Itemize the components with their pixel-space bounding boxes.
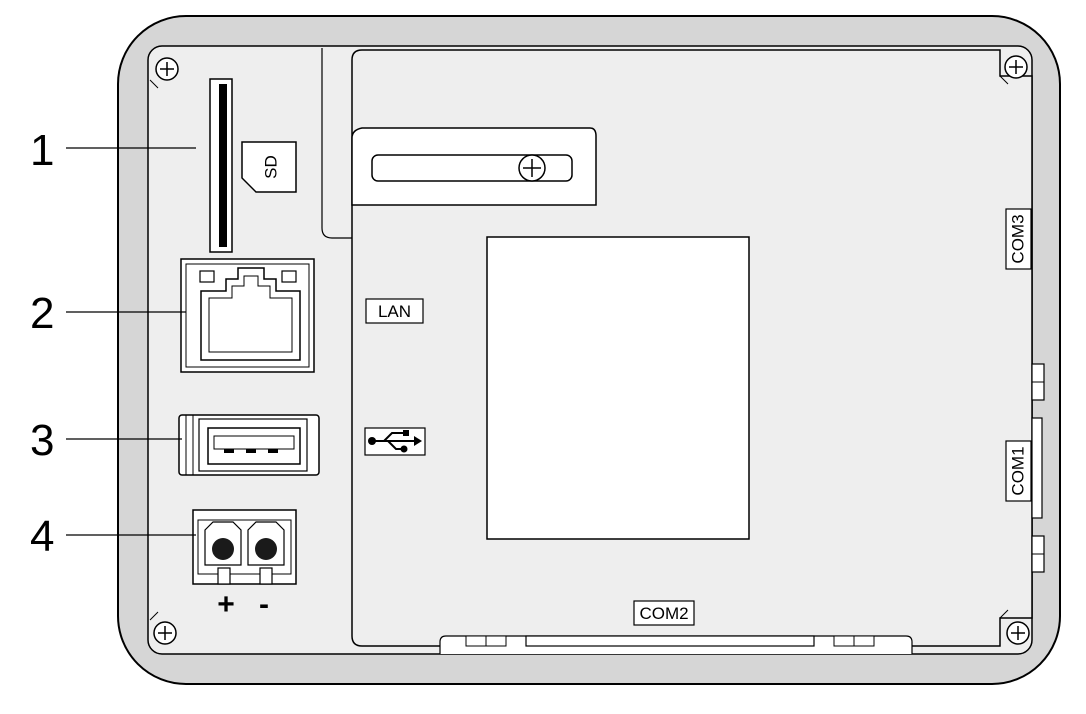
corner-mark [149, 79, 159, 89]
panel-step-line [321, 48, 352, 239]
screw-icon [155, 57, 179, 81]
corner-mark [149, 611, 159, 621]
callout-number: 2 [30, 289, 54, 338]
screw-icon [153, 621, 177, 645]
mounting-bracket [351, 127, 597, 206]
com3-label-box [1005, 208, 1032, 270]
usb-icon [368, 430, 422, 453]
plus-label: + [217, 588, 235, 621]
callout-number: 3 [30, 416, 54, 465]
power-terminal [192, 509, 297, 585]
sd-label: SD [261, 155, 280, 179]
com2-connector [439, 635, 913, 654]
com2-label-box [633, 600, 695, 626]
com1-label: COM1 [1008, 446, 1027, 495]
lan-label-box [365, 298, 424, 324]
usb-port [178, 414, 320, 476]
com1-label-box [1005, 440, 1032, 502]
screw-icon [1006, 621, 1030, 645]
sd-card-slot [209, 78, 233, 253]
sd-card-icon [241, 141, 297, 193]
callout-number: 1 [30, 126, 54, 175]
com1-connector [1031, 363, 1045, 573]
corner-mark [999, 609, 1009, 619]
lan-label: LAN [378, 302, 411, 321]
central-label-area [486, 236, 750, 540]
com2-label: COM2 [639, 604, 688, 623]
minus-label: - [259, 588, 269, 621]
screw-icon [1004, 55, 1028, 79]
corner-mark [999, 75, 1009, 85]
lan-port [180, 258, 315, 373]
com3-label: COM3 [1008, 214, 1027, 263]
callout-number: 4 [30, 512, 54, 561]
